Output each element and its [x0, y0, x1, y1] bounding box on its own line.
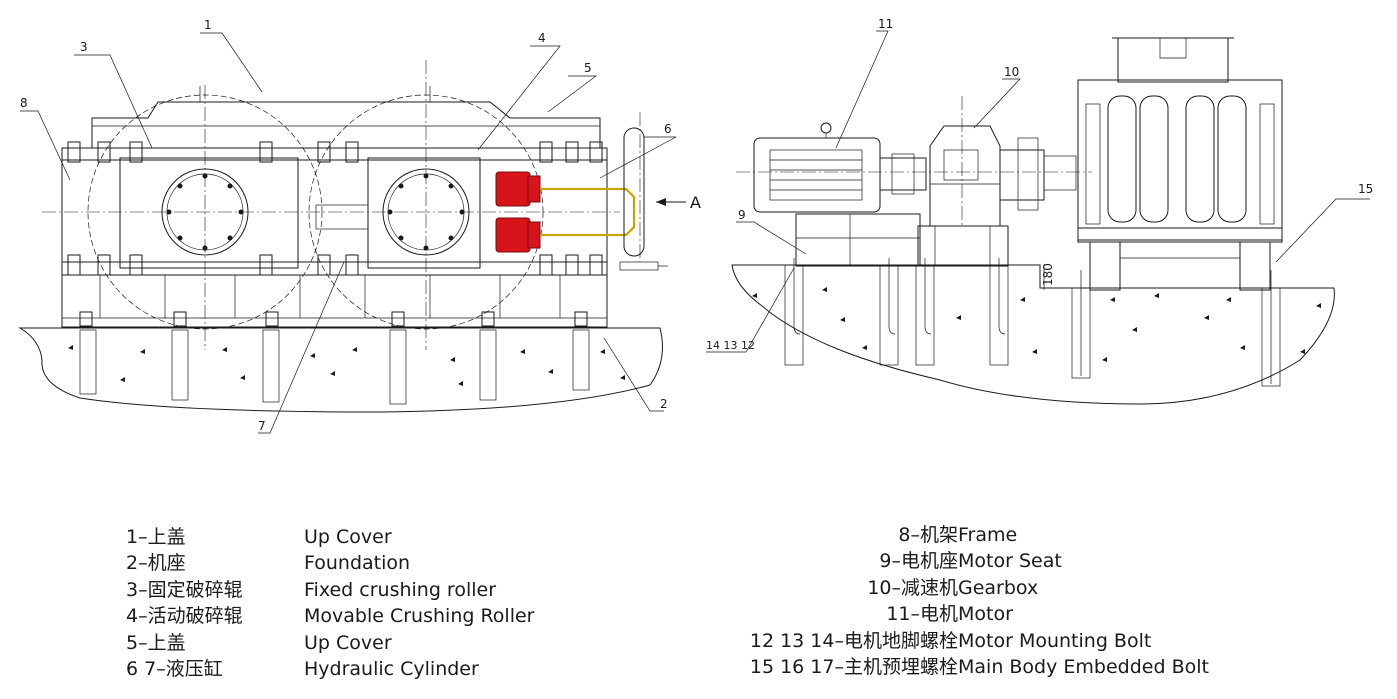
legend-row: 1–上盖 Up Cover [126, 524, 535, 550]
base-bolts-left [79, 311, 588, 327]
legend-desc: Up Cover [304, 631, 392, 654]
gearbox-coupling [999, 149, 1045, 201]
legend-code: 2–机座 [126, 552, 186, 575]
side-view: 180 11 10 9 15 14 13 12 [706, 17, 1373, 405]
base-frame-left [61, 274, 608, 328]
legend-desc: Frame [958, 524, 1018, 546]
main-body-embedded-bolts [1080, 270, 1272, 384]
legend-code: 1–上盖 [126, 526, 186, 548]
concrete-foundation-left [18, 327, 663, 413]
legend-desc: Fixed crushing roller [304, 578, 497, 601]
legend-desc: Up Cover [304, 526, 392, 548]
callout-1: 1 [204, 18, 212, 32]
front-view: 1 3 4 5 6 8 7 2 A [18, 18, 701, 434]
legend-row: 2–机座 Foundation [126, 550, 535, 576]
callout-10: 10 [1004, 65, 1019, 79]
legend-desc: Gearbox [958, 576, 1039, 599]
legend-code: 6 7–液压缸 [126, 658, 223, 681]
legend-code: 3–固定破碎辊 [126, 578, 243, 601]
legend-desc: Main Body Embedded Bolt [958, 656, 1209, 679]
legend-code: 5–上盖 [126, 631, 186, 654]
concrete-foundation-right [731, 264, 1335, 405]
callout-4: 4 [538, 31, 546, 45]
callout-15: 15 [1358, 182, 1373, 196]
crushing-rollers-side [1107, 95, 1247, 223]
hydraulic-cylinder-upper [495, 171, 531, 207]
crusher-body-side [1077, 79, 1283, 241]
legend-row: 3–固定破碎辊 Fixed crushing roller [126, 577, 535, 603]
legend-code: 12 13 14–电机地脚螺栓 [749, 629, 958, 652]
callout-7: 7 [258, 419, 266, 433]
foundation-bolt-slots-left [79, 329, 590, 405]
legend-desc: Motor Seat [958, 550, 1062, 573]
upper-cover [91, 101, 601, 148]
hydraulic-cylinder-lower [495, 217, 531, 253]
legend-desc: Movable Crushing Roller [304, 605, 535, 628]
motor [753, 137, 881, 213]
legend-code: 4–活动破碎辊 [126, 605, 243, 628]
crusher-assembly-drawing: 1 3 4 5 6 8 7 2 A [18, 17, 1373, 434]
legend-row: 4–活动破碎辊 Movable Crushing Roller [126, 603, 535, 629]
callout-8: 8 [20, 96, 28, 110]
motor-mounting-bolts [793, 258, 1006, 335]
main-frame-body [61, 147, 608, 276]
callout-9: 9 [738, 208, 746, 222]
callout-6: 6 [664, 122, 672, 136]
accumulator [623, 127, 645, 257]
legend-desc: Motor Mounting Bolt [958, 629, 1152, 652]
crusher-lower-frame [1077, 227, 1283, 243]
callout-5: 5 [584, 61, 592, 75]
view-arrow-a-label: A [690, 193, 701, 212]
legend-code: 8–机架 [898, 524, 958, 546]
legend-row: 6 7–液压缸 Hydraulic Cylinder [126, 656, 535, 682]
gearbox [929, 125, 1001, 227]
legend-code: 15 16 17–主机预埋螺栓 [749, 656, 958, 679]
callout-3: 3 [80, 40, 88, 54]
callout-11: 11 [878, 17, 893, 31]
parts-legend-left: 1–上盖 Up Cover 2–机座 Foundation 3–固定破碎辊 Fixed… [126, 524, 535, 682]
legend-desc: Hydraulic Cylinder [304, 658, 479, 681]
legend-row: 5–上盖 Up Cover [126, 630, 535, 656]
legend-code: 9–电机座 [879, 550, 958, 573]
legend-desc: Motor [958, 603, 1013, 626]
motor-seat [795, 213, 921, 267]
legend-desc: Foundation [304, 552, 411, 575]
feed-hopper [1117, 37, 1229, 83]
callout-14-13-12: 14 13 12 [706, 339, 755, 352]
dimension-180: 180 [1041, 263, 1055, 286]
legend-code: 10–减速机 [867, 576, 958, 599]
motor-coupling [879, 157, 927, 191]
frame-tie-bolts [67, 141, 603, 276]
fixed-roller-housing [119, 157, 299, 269]
legend-code: 11–电机 [886, 603, 958, 626]
callout-2: 2 [660, 397, 668, 411]
hydraulic-pipe [540, 187, 636, 237]
